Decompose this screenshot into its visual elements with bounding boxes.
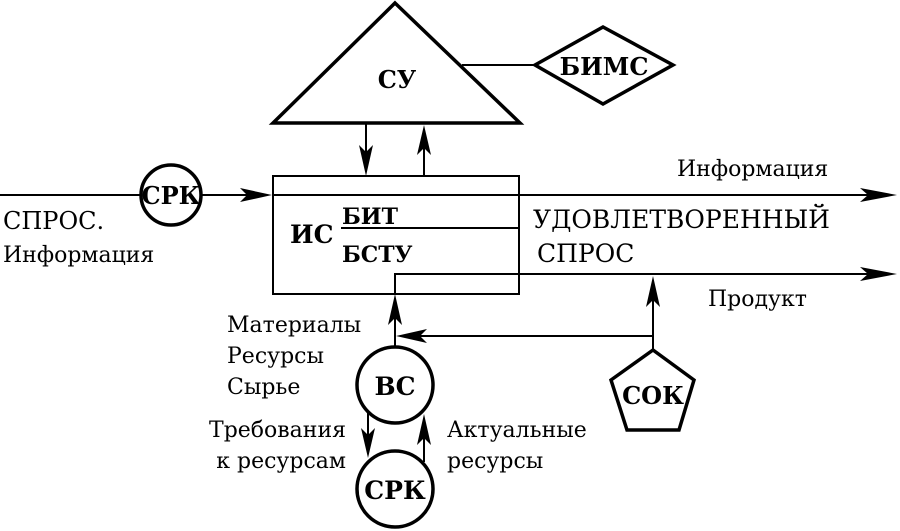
arrow-up-icon <box>417 125 431 155</box>
edge-vs-srk <box>361 413 375 458</box>
srk-bottom-circle <box>355 449 435 529</box>
edge-srk-is <box>201 188 272 202</box>
node-su: СУ <box>268 0 525 125</box>
demand-info-label: Информация <box>3 243 154 268</box>
node-vs: ВС <box>355 345 435 425</box>
edge-is-information <box>273 188 897 202</box>
demand-label: СПРОС. <box>3 207 104 235</box>
arrow-right-icon <box>860 267 897 281</box>
vs-label: ВС <box>374 372 415 401</box>
vs-circle <box>355 345 435 425</box>
raw-label: Сырье <box>227 375 300 400</box>
requirements-label: Требования <box>209 418 346 443</box>
product-line <box>394 273 870 294</box>
arrow-up-icon <box>417 414 431 445</box>
satisfied-demand-label-2: СПРОС <box>537 239 634 268</box>
bstu-label: БСТУ <box>342 242 413 268</box>
node-srk-input: СРК <box>139 163 203 227</box>
edge-su-is <box>359 123 373 176</box>
edge-is-product <box>394 267 897 294</box>
edge-vs-is <box>388 294 402 346</box>
requirements-label-2: к ресурсам <box>216 449 346 474</box>
edge-sok-vs <box>396 329 653 343</box>
arrow-up-icon <box>646 276 660 307</box>
arrow-right-icon <box>240 188 272 202</box>
is-label: ИС <box>290 220 334 249</box>
output-information-label: Информация <box>677 157 828 182</box>
actual-resources-label: Актуальные <box>447 418 587 443</box>
actual-resources-label-2: ресурсы <box>447 449 543 474</box>
sok-pentagon <box>608 347 697 432</box>
bit-label: БИТ <box>342 204 399 230</box>
materials-label: Материалы <box>227 313 361 338</box>
su-triangle <box>268 0 525 125</box>
arrow-down-icon <box>361 428 375 458</box>
bims-diamond <box>531 25 677 107</box>
satisfied-demand-label: УДОВЛЕТВОРЕННЫЙ <box>533 204 830 234</box>
arrow-up-icon <box>388 294 402 325</box>
node-srk-bottom: СРК <box>355 449 435 529</box>
arrow-down-icon <box>359 145 373 176</box>
bims-label: БИМС <box>560 52 649 81</box>
edge-srk-vs <box>417 414 431 462</box>
node-sok: СОК <box>608 347 697 432</box>
edge-is-su <box>417 125 431 176</box>
arrow-right-icon <box>860 188 897 202</box>
srk-input-label: СРК <box>142 181 201 210</box>
su-label: СУ <box>378 65 417 94</box>
node-bims: БИМС <box>531 25 677 107</box>
sok-label: СОК <box>622 381 684 410</box>
srk-bottom-label: СРК <box>364 476 426 505</box>
edge-sok-product <box>646 276 660 350</box>
arrow-left-icon <box>396 329 427 343</box>
resources-label: Ресурсы <box>227 344 324 369</box>
product-label: Продукт <box>708 287 807 312</box>
